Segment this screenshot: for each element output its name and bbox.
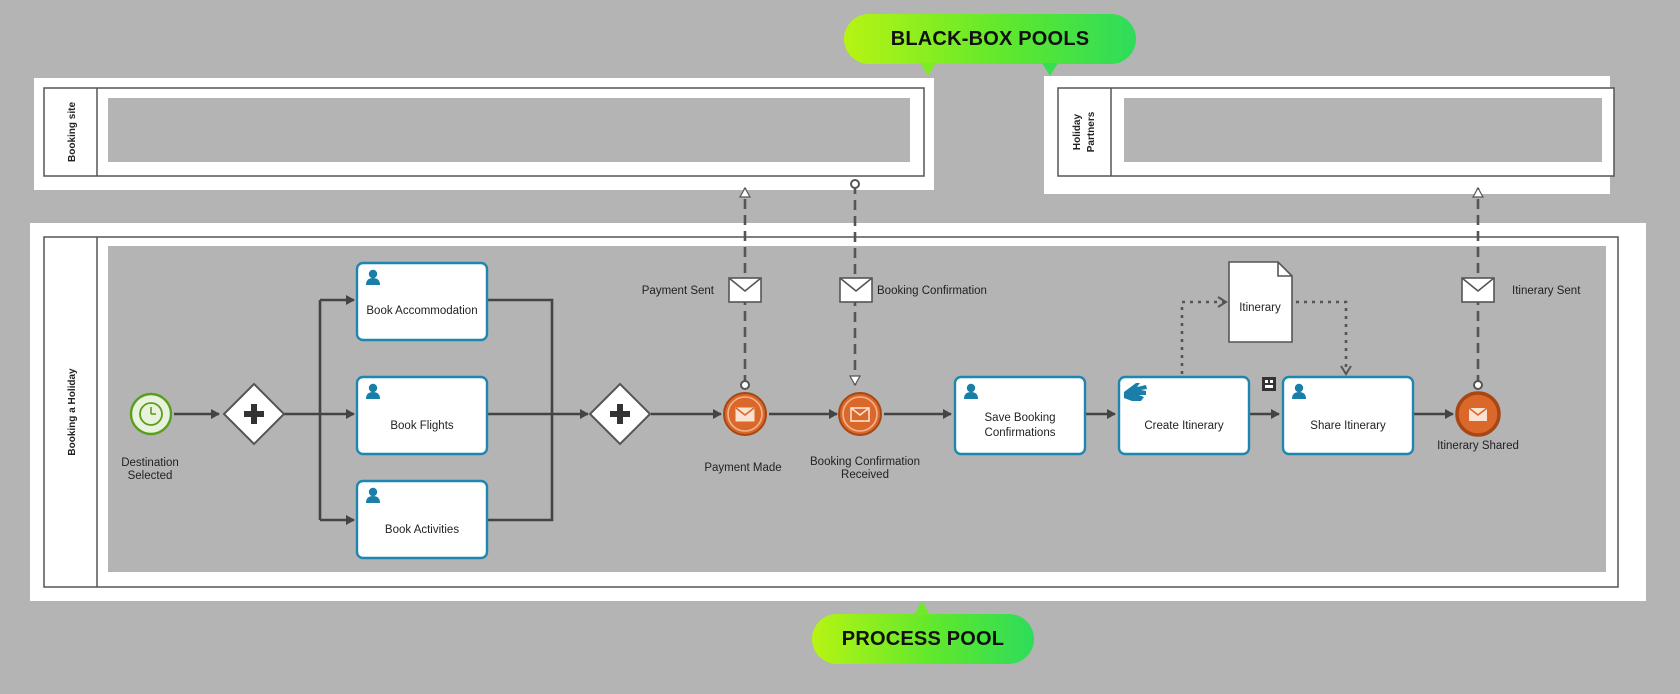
callout-tip-left: [920, 63, 936, 76]
payment-sent-label: Payment Sent: [642, 285, 715, 297]
task-label-create-itinerary: Create Itinerary: [1144, 420, 1224, 432]
process-pool-callout: PROCESS POOL: [812, 614, 1034, 664]
end-event-itinerary-shared[interactable]: Itinerary Shared: [1437, 391, 1519, 452]
booking-confirmation-label: Booking Confirmation: [877, 285, 987, 297]
confirmation-received-label-line2: Received: [841, 469, 889, 481]
task-label-book-accommodation: Book Accommodation: [366, 305, 477, 317]
task-book-activities[interactable]: Book Activities: [355, 479, 489, 560]
envelope-icon: [728, 277, 762, 303]
envelope-icon: [1461, 277, 1495, 303]
task-share-itinerary[interactable]: Share Itinerary: [1281, 375, 1415, 456]
data-input-marker-icon: [1262, 377, 1276, 391]
data-associations: [1180, 296, 1352, 376]
confirmation-received-label-line1: Booking Confirmation: [810, 456, 920, 468]
data-object-itinerary[interactable]: Itinerary: [1228, 261, 1293, 343]
message-itinerary-sent[interactable]: Itinerary Sent: [1461, 277, 1581, 303]
pool-label-booking-site: Booking site: [67, 102, 78, 162]
pool-label-holiday-line2: Partners: [1086, 111, 1097, 152]
pool-booking-site: Booking site: [34, 78, 934, 190]
task-create-itinerary[interactable]: Create Itinerary: [1117, 375, 1251, 456]
event-payment-made[interactable]: Payment Made: [704, 392, 782, 474]
start-event-label-line1: Destination: [121, 457, 179, 469]
envelope-icon: [735, 407, 755, 422]
timer-icon: [139, 402, 163, 426]
task-label-save-line1: Save Booking: [985, 412, 1056, 424]
itinerary-shared-label: Itinerary Shared: [1437, 440, 1519, 452]
payment-made-label: Payment Made: [704, 462, 781, 474]
event-booking-confirmation-received[interactable]: Booking Confirmation Received: [810, 392, 920, 481]
envelope-icon: [1468, 407, 1488, 421]
data-object-label: Itinerary: [1239, 302, 1281, 314]
sequence-flows: [174, 295, 1454, 525]
black-box-pools-callout: BLACK-BOX POOLS: [844, 14, 1136, 64]
task-label-book-flights: Book Flights: [390, 420, 454, 432]
pool-label-holiday-line1: Holiday: [1072, 114, 1083, 151]
itinerary-sent-label: Itinerary Sent: [1512, 285, 1581, 297]
callout-tip-up: [914, 601, 930, 615]
hand-icon: [1124, 383, 1147, 401]
callout-tip-right: [1042, 63, 1058, 76]
message-booking-confirmation[interactable]: Booking Confirmation: [839, 277, 987, 303]
task-label-share-itinerary: Share Itinerary: [1310, 420, 1386, 432]
pool-holiday-partners: Holiday Partners: [1044, 76, 1615, 194]
pool-label-booking-holiday: Booking a Holiday: [67, 368, 78, 456]
start-event-destination-selected[interactable]: Destination Selected: [121, 392, 179, 482]
start-event-label-line2: Selected: [128, 470, 173, 482]
task-label-book-activities: Book Activities: [385, 524, 459, 536]
task-label-save-line2: Confirmations: [985, 427, 1056, 439]
task-save-booking-confirmations[interactable]: Save Booking Confirmations: [953, 375, 1087, 456]
black-box-pools-text: BLACK-BOX POOLS: [890, 27, 1090, 50]
envelope-icon: [839, 277, 873, 303]
plus-icon: [610, 404, 630, 424]
message-payment-sent[interactable]: Payment Sent: [642, 277, 762, 303]
process-pool-text: PROCESS POOL: [841, 627, 1005, 650]
parallel-gateway-split[interactable]: [222, 382, 286, 446]
task-book-accommodation[interactable]: Book Accommodation: [355, 261, 489, 342]
envelope-icon: [850, 407, 870, 422]
plus-icon: [244, 404, 264, 424]
parallel-gateway-join[interactable]: [588, 382, 652, 446]
task-book-flights[interactable]: Book Flights: [355, 375, 489, 456]
